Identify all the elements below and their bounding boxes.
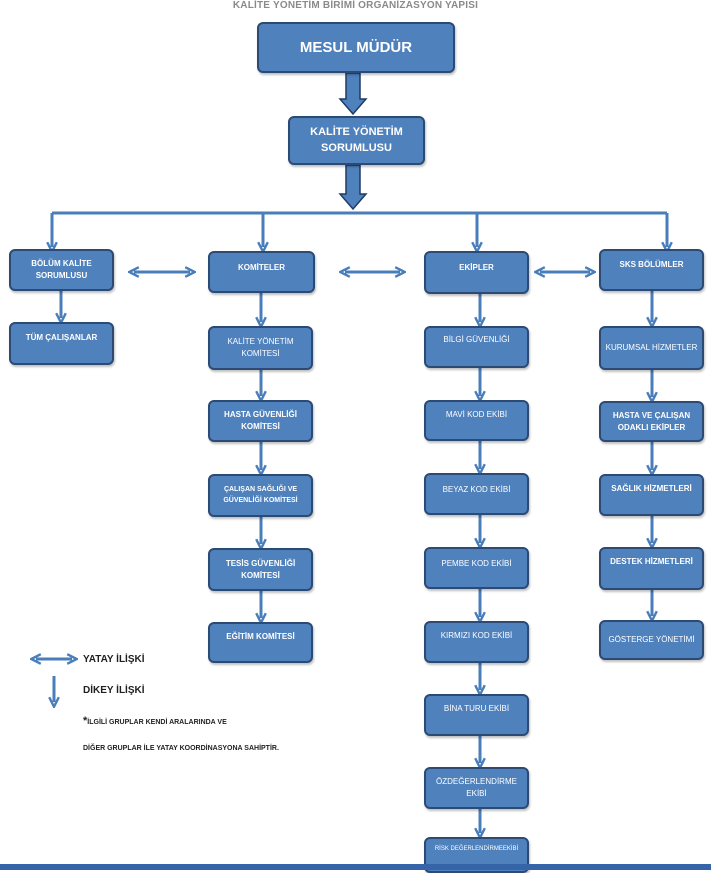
legend-note-line-2: DİĞER GRUPLAR İLE YATAY KOORDİNASYONA SA…	[83, 745, 279, 752]
box-ekip-pembe-kod: PEMBE KOD EKİBİ	[424, 547, 529, 589]
box-sks-bolumler: SKS BÖLÜMLER	[599, 249, 704, 291]
page-bottom-rule	[0, 864, 711, 870]
box-sks-gosterge-yonetimi: GÖSTERGE YÖNETİMİ	[599, 620, 704, 660]
box-ekip-bina-turu: BİNA TURU EKİBİ	[424, 694, 529, 736]
block-arrow-1	[338, 72, 368, 116]
box-komite-calisan-sagligi: ÇALIŞAN SAĞLIĞI VE GÜVENLİĞİ KOMİTESİ	[208, 474, 313, 517]
box-komite-kalite-yonetim: KALİTE YÖNETİM KOMİTESİ	[208, 326, 313, 370]
legend-vertical-label: DİKEY İLİŞKİ	[83, 685, 145, 696]
box-ekipler: EKİPLER	[424, 251, 529, 294]
box-sks-destek-hizmetleri: DESTEK HİZMETLERİ	[599, 547, 704, 590]
box-ekip-mavi-kod: MAVİ KOD EKİBİ	[424, 400, 529, 441]
box-komiteler: KOMİTELER	[208, 251, 315, 293]
box-tum-calisanlar: TÜM ÇALIŞANLAR	[9, 322, 114, 365]
block-arrow-2	[338, 164, 368, 211]
box-kalite-yonetim-sorumlusu: KALİTE YÖNETİM SORUMLUSU	[288, 116, 425, 165]
box-komite-tesis-guvenligi: TESİS GÜVENLİĞİ KOMİTESİ	[208, 548, 313, 591]
legend-horizontal-label: YATAY İLİŞKİ	[83, 654, 145, 665]
box-komite-hasta-guvenligi: HASTA GÜVENLİĞİ KOMİTESİ	[208, 400, 313, 442]
legend-note-star: *	[83, 715, 88, 727]
box-sks-hasta-calisan: HASTA VE ÇALIŞAN ODAKLI EKİPLER	[599, 401, 704, 442]
box-ekip-bilgi-guvenligi: BİLGİ GÜVENLİĞİ	[424, 326, 529, 368]
box-ekip-kirmizi-kod: KIRMIZI KOD EKİBİ	[424, 621, 529, 663]
box-sks-kurumsal-hizmetler: KURUMSAL HİZMETLER	[599, 326, 704, 370]
box-ekip-beyaz-kod: BEYAZ KOD EKİBİ	[424, 473, 529, 515]
box-ekip-ozdegerlendirme: ÖZDEĞERLENDİRME EKİBİ	[424, 767, 529, 809]
diagram-title: KALİTE YÖNETİM BİRİMİ ORGANİZASYON YAPIS…	[232, 0, 479, 11]
box-bolum-kalite-sorumlusu: BÖLÜM KALİTE SORUMLUSU	[9, 249, 114, 291]
box-sks-saglik-hizmetleri: SAĞLIK HİZMETLERİ	[599, 474, 704, 516]
box-komite-egitim: EĞİTİM KOMİTESİ	[208, 622, 313, 663]
box-mesul-mudur: MESUL MÜDÜR	[257, 22, 455, 73]
legend-note-line-1: *İLGİLİ GRUPLAR KENDİ ARALARINDA VE	[83, 715, 227, 727]
